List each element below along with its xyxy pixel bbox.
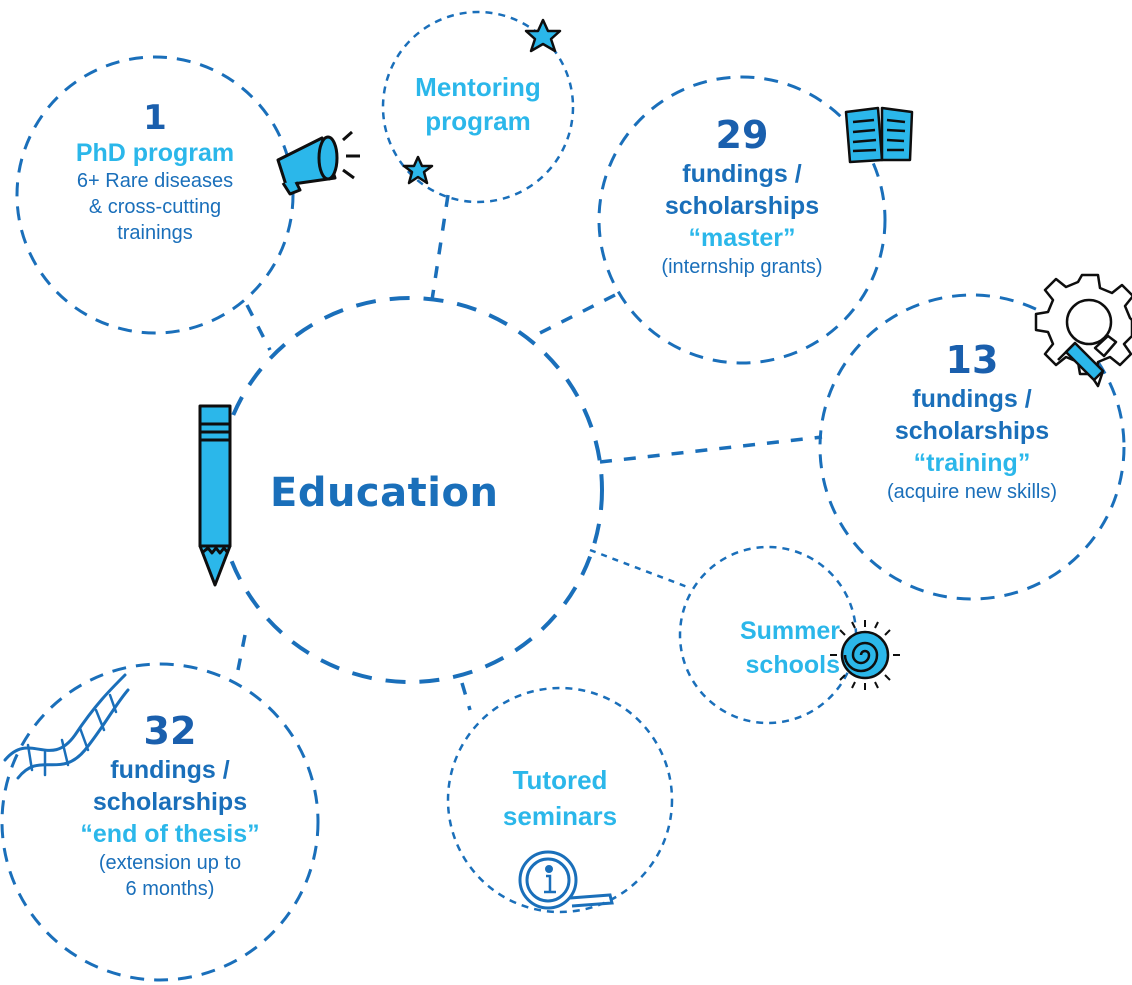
connector-master <box>529 293 616 340</box>
phd-number: 1 <box>143 98 167 138</box>
circles <box>0 10 1126 982</box>
center-label: Education <box>270 470 499 516</box>
connector-seminars <box>460 682 472 711</box>
phd-node: 1 PhD program 6+ Rare diseases & cross-c… <box>40 98 270 246</box>
thesis-circle <box>0 662 320 982</box>
magnifier-info-icon <box>518 850 614 910</box>
master-line1: fundings / <box>682 160 802 188</box>
phd-line3: trainings <box>117 222 193 244</box>
summer-line1: Summer <box>739 617 840 645</box>
connector-mentoring <box>430 194 450 301</box>
thesis-line2: scholarships <box>92 788 248 816</box>
book-icon <box>844 106 914 164</box>
seminars-line1: Tutored <box>512 765 608 795</box>
summer-line2: schools <box>745 651 840 679</box>
phd-line2: & cross-cutting <box>88 196 222 218</box>
connector-summer <box>589 548 691 590</box>
connector-training <box>599 435 823 464</box>
mentoring-node: Mentoring program <box>388 70 568 138</box>
phd-circle <box>15 55 295 335</box>
thesis-number: 32 <box>143 709 197 753</box>
megaphone-icon <box>276 130 360 196</box>
phd-title: PhD program <box>75 139 235 167</box>
training-line1: fundings / <box>912 385 1032 413</box>
connector-thesis <box>236 634 247 671</box>
seminars-circle <box>446 686 674 914</box>
training-note: (acquire new skills) <box>886 481 1058 503</box>
training-highlight: “training” <box>913 449 1031 477</box>
pencil-icon <box>198 404 232 587</box>
mentoring-line2: program <box>425 106 531 136</box>
star-icon <box>524 18 562 53</box>
thesis-line1: fundings / <box>110 756 230 784</box>
gear-wrench-icon <box>1034 273 1132 388</box>
star-icon <box>402 155 434 185</box>
summer-node: Summer schools <box>700 614 840 682</box>
training-line2: scholarships <box>894 417 1050 445</box>
training-number: 13 <box>945 338 999 382</box>
master-circle <box>597 75 887 365</box>
seminars-node: Tutored seminars <box>475 762 645 834</box>
seminars-line2: seminars <box>502 801 618 831</box>
thesis-note1: (extension up to <box>98 852 242 874</box>
mentoring-circle <box>381 10 575 204</box>
training-node: 13 fundings / scholarships “training” (a… <box>847 337 1097 505</box>
phd-line1: 6+ Rare diseases <box>76 170 234 192</box>
connectors <box>236 194 823 711</box>
master-note: (internship grants) <box>661 256 823 278</box>
master-node: 29 fundings / scholarships “master” (int… <box>617 112 867 280</box>
center-circle <box>216 296 604 684</box>
thesis-node: 32 fundings / scholarships “end of thesi… <box>45 708 295 902</box>
training-circle <box>818 293 1126 601</box>
connector-phd <box>245 304 272 351</box>
thesis-highlight: “end of thesis” <box>80 820 260 848</box>
master-number: 29 <box>715 113 769 157</box>
thesis-note2: 6 months) <box>125 878 215 900</box>
sun-spiral-icon <box>830 620 900 690</box>
mentoring-line1: Mentoring <box>415 72 541 102</box>
dna-icon <box>3 673 130 780</box>
master-line2: scholarships <box>664 192 820 220</box>
master-highlight: “master” <box>688 224 796 252</box>
